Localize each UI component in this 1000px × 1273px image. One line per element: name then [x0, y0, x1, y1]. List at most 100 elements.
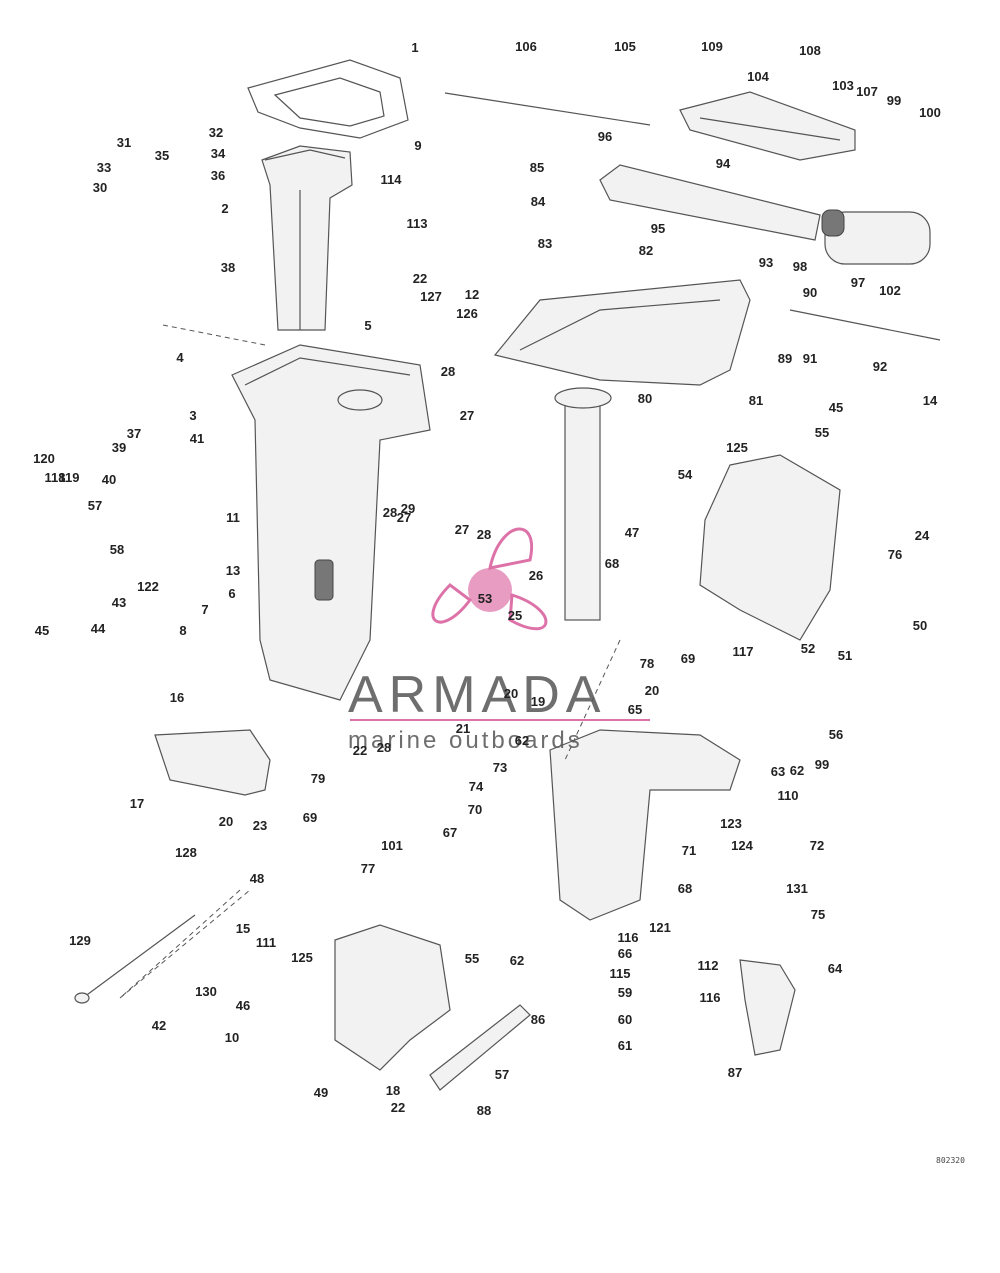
callout-number: 119: [59, 470, 80, 485]
callout-number: 66: [618, 946, 632, 961]
callout-number: 14: [923, 393, 938, 408]
callout-number: 43: [112, 595, 126, 610]
callout-number: 104: [747, 69, 769, 84]
callout-number: 60: [618, 1012, 632, 1027]
callout-number: 77: [361, 861, 375, 876]
callout-number: 81: [749, 393, 763, 408]
callout-number: 78: [640, 656, 654, 671]
callout-number: 105: [614, 39, 636, 54]
callout-number: 52: [801, 641, 815, 656]
assembly-line: [119, 889, 251, 999]
callout-number: 122: [137, 579, 159, 594]
callout-number: 94: [716, 156, 731, 171]
callout-number: 68: [678, 881, 692, 896]
callout-number: 37: [127, 426, 141, 441]
callout-number: 76: [888, 547, 902, 562]
callout-number: 48: [250, 871, 264, 886]
callout-number: 26: [529, 568, 543, 583]
callout-number: 112: [698, 958, 719, 973]
callout-number: 84: [531, 194, 546, 209]
callout-number: 27: [455, 522, 469, 537]
steering-arm: [679, 91, 856, 161]
callout-number: 50: [913, 618, 927, 633]
callout-number: 75: [811, 907, 825, 922]
callout-number: 15: [236, 921, 250, 936]
callout-number: 24: [915, 528, 930, 543]
callout-number: 16: [170, 690, 184, 705]
tilt-lever: [739, 959, 796, 1056]
callout-number: 57: [495, 1067, 509, 1082]
callout-number: 83: [538, 236, 552, 251]
callout-number: 22: [391, 1100, 405, 1115]
callout-number: 69: [303, 810, 317, 825]
callout-number: 131: [786, 881, 808, 896]
callout-number: 70: [468, 802, 482, 817]
callout-number: 109: [701, 39, 723, 54]
exhaust-housing: [261, 145, 353, 331]
callout-number: 34: [211, 146, 226, 161]
swivel-bracket-cover: [493, 279, 751, 386]
watermark-tagline: marine outboards: [348, 727, 583, 754]
callout-number: 125: [726, 440, 748, 455]
callout-number: 130: [195, 984, 217, 999]
callout-number: 82: [639, 243, 653, 258]
callout-number: 10: [225, 1030, 239, 1045]
callout-number: 125: [291, 950, 313, 965]
callout-number: 38: [221, 260, 235, 275]
callout-number: 73: [493, 760, 507, 775]
callout-number: 8: [179, 623, 186, 638]
assembly-line: [119, 889, 241, 999]
callout-number: 46: [236, 998, 250, 1013]
callout-number: 95: [651, 221, 665, 236]
callout-number: 88: [477, 1103, 491, 1118]
callout-number: 58: [110, 542, 124, 557]
exhaust-cover: [154, 729, 271, 796]
callout-number: 17: [130, 796, 144, 811]
callout-number: 97: [851, 275, 865, 290]
callout-number: 31: [117, 135, 131, 150]
callout-number: 54: [678, 467, 693, 482]
callout-number: 2: [221, 201, 228, 216]
callout-number: 120: [33, 451, 55, 466]
callout-number: 22: [353, 743, 367, 758]
callout-number: 7: [201, 602, 208, 617]
callout-number: 116: [700, 990, 721, 1005]
callout-number: 89: [778, 351, 792, 366]
callout-number: 39: [112, 440, 126, 455]
callout-labels: 1234567891011121314151617181920202021222…: [33, 39, 941, 1118]
callout-number: 121: [649, 920, 671, 935]
callout-number: 35: [155, 148, 169, 163]
callout-number: 28: [477, 527, 491, 542]
callout-number: 55: [465, 951, 479, 966]
assembly-line: [162, 324, 266, 346]
callout-number: 36: [211, 168, 225, 183]
callout-number: 44: [91, 621, 106, 636]
callout-number: 103: [832, 78, 854, 93]
callout-number: 99: [815, 757, 829, 772]
callout-number: 124: [731, 838, 753, 853]
callout-number: 72: [810, 838, 824, 853]
callout-number: 27: [397, 510, 411, 525]
clamp-bracket-port: [334, 924, 451, 1071]
clamp-screw-rod: [79, 914, 196, 1001]
callout-number: 21: [456, 721, 470, 736]
callout-number: 20: [645, 683, 659, 698]
callout-number: 20: [504, 686, 518, 701]
callout-number: 98: [793, 259, 807, 274]
callout-number: 40: [102, 472, 116, 487]
callout-number: 117: [733, 644, 754, 659]
callout-number: 27: [460, 408, 474, 423]
callout-number: 102: [879, 283, 901, 298]
midsection-housing: [231, 344, 431, 701]
callout-number: 5: [364, 318, 371, 333]
throttle-rod: [444, 92, 651, 126]
callout-number: 22: [413, 271, 427, 286]
callout-number: 55: [815, 425, 829, 440]
callout-number: 123: [720, 816, 742, 831]
callout-number: 107: [856, 84, 878, 99]
callout-number: 67: [443, 825, 457, 840]
watermark-brand: ARMADA: [348, 666, 606, 724]
callout-number: 51: [838, 648, 852, 663]
callout-number: 25: [508, 608, 522, 623]
